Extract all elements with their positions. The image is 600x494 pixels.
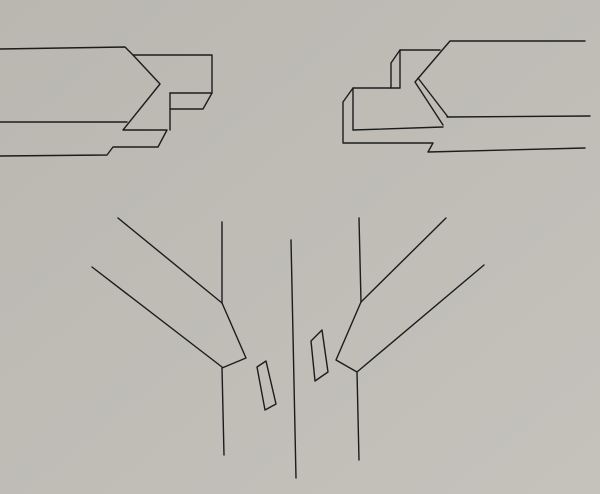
- right-joint-plan: [310, 217, 485, 461]
- mortise-hole-right: [310, 329, 329, 382]
- left-joint-plan: [91, 217, 277, 456]
- center-line: [290, 239, 297, 479]
- right-joint-isometric: [342, 40, 591, 153]
- mortise-hole-left: [256, 360, 277, 411]
- left-joint-isometric: [0, 46, 213, 157]
